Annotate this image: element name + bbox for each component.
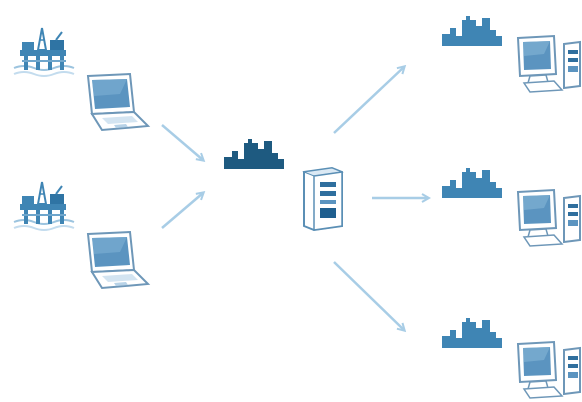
- desktop-computer-icon: [517, 341, 581, 399]
- arrow-hub-to-site1: [333, 67, 404, 134]
- city-skyline-icon: [442, 168, 502, 198]
- destination-site-1: [442, 16, 581, 93]
- city-skyline-icon: [442, 16, 502, 46]
- destination-site-3: [442, 318, 581, 399]
- desktop-computer-icon: [517, 35, 581, 93]
- laptop-icon: [87, 231, 149, 289]
- source-site-2: [13, 181, 149, 289]
- oil-rig-icon: [13, 27, 75, 77]
- oil-rig-icon: [13, 181, 75, 231]
- source-site-1: [13, 27, 149, 131]
- arrow-laptop2-to-hub: [161, 193, 203, 229]
- arrow-laptop1-to-hub: [161, 124, 203, 160]
- server-tower-icon: [303, 167, 343, 231]
- city-skyline-icon: [442, 318, 502, 348]
- laptop-icon: [87, 73, 149, 131]
- arrow-hub-to-site3: [333, 261, 404, 330]
- destination-site-2: [442, 168, 581, 247]
- city-skyline-icon: [224, 139, 284, 169]
- desktop-computer-icon: [517, 189, 581, 247]
- hub: [224, 139, 343, 231]
